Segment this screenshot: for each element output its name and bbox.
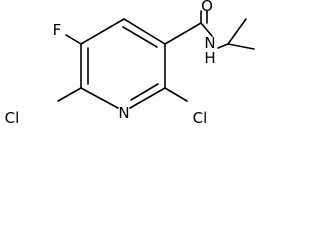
bond-isopropyl-methyl-up [227, 18, 247, 45]
structure-diagram: O N H F N Cl Cl [5, 0, 255, 127]
bond-c3-c2 [123, 18, 166, 45]
bond-carbonyl-nitrogen [200, 22, 213, 37]
bond-c3-c2-inner [122, 26, 158, 48]
left-chlorine-atom-label: Cl [5, 109, 20, 127]
right-chlorine-atom-label: Cl [193, 109, 208, 127]
bond-c4-c3 [80, 18, 125, 45]
oxygen-atom-label: O [201, 0, 213, 15]
bond-c5-fluorine [65, 34, 82, 45]
bond-c1-ring-n-inner [130, 83, 159, 101]
bond-ring-n-c6 [80, 87, 119, 109]
bond-isopropyl-methyl-down [227, 43, 255, 50]
bond-c1-chlorine [164, 87, 188, 102]
bond-nitrogen-isopropyl [217, 43, 229, 49]
amide-hydrogen-atom-label: H [204, 49, 215, 67]
bond-c1-ring-n [129, 87, 166, 109]
ring-nitrogen-atom-label: N [118, 104, 129, 122]
bond-c6-chlorine [57, 87, 82, 102]
fluorine-atom-label: F [53, 21, 62, 39]
amide-nitrogen-atom-label: N [204, 34, 215, 52]
bond-c2-carbonyl [164, 22, 202, 45]
